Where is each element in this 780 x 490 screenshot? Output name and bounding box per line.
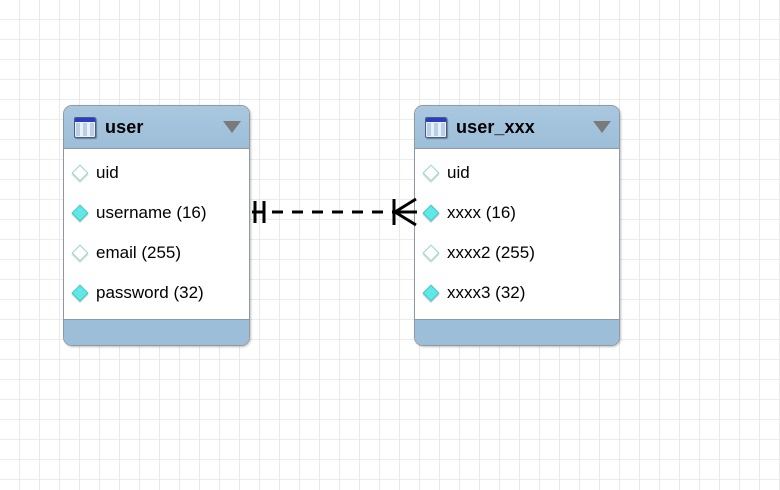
crows-foot-upper-prong bbox=[394, 197, 417, 214]
field-row[interactable]: password (32) bbox=[64, 273, 249, 313]
field-label: username (16) bbox=[96, 203, 207, 222]
field-row[interactable]: uid bbox=[415, 153, 619, 193]
field-row[interactable]: xxxx3 (32) bbox=[415, 273, 619, 313]
entity-user-xxx-title: user_xxx bbox=[456, 116, 535, 137]
field-key-hollow-diamond-icon bbox=[422, 244, 440, 262]
entity-user-xxx[interactable]: user_xxx uid xxxx (16) xxxx2 (255) xxxx3… bbox=[414, 105, 620, 346]
table-icon bbox=[425, 116, 447, 138]
field-label: uid bbox=[447, 163, 470, 182]
field-key-hollow-diamond-icon bbox=[71, 164, 89, 182]
field-row[interactable]: email (255) bbox=[64, 233, 249, 273]
entity-user-footer bbox=[64, 319, 249, 345]
field-key-filled-diamond-icon bbox=[422, 284, 440, 302]
entity-user-field-list: uid username (16) email (255) password (… bbox=[64, 149, 249, 319]
field-row[interactable]: xxxx2 (255) bbox=[415, 233, 619, 273]
field-key-hollow-diamond-icon bbox=[71, 244, 89, 262]
field-label: xxxx (16) bbox=[447, 203, 516, 222]
field-key-filled-diamond-icon bbox=[422, 204, 440, 222]
entity-user-title: user bbox=[105, 116, 144, 137]
field-key-filled-diamond-icon bbox=[71, 204, 89, 222]
entity-user-xxx-field-list: uid xxxx (16) xxxx2 (255) xxxx3 (32) bbox=[415, 149, 619, 319]
field-row[interactable]: username (16) bbox=[64, 193, 249, 233]
field-label: uid bbox=[96, 163, 119, 182]
field-label: password (32) bbox=[96, 283, 204, 302]
table-icon bbox=[74, 116, 96, 138]
chevron-down-icon[interactable] bbox=[223, 121, 241, 133]
field-label: email (255) bbox=[96, 243, 182, 262]
entity-user-header[interactable]: user bbox=[64, 106, 249, 149]
field-key-filled-diamond-icon bbox=[71, 284, 89, 302]
field-row[interactable]: xxxx (16) bbox=[415, 193, 619, 233]
entity-user-xxx-footer bbox=[415, 319, 619, 345]
field-row[interactable]: uid bbox=[64, 153, 249, 193]
crows-foot-lower-prong bbox=[394, 210, 417, 227]
field-label: xxxx3 (32) bbox=[447, 283, 526, 302]
relationship-user-to-user-xxx[interactable] bbox=[248, 192, 418, 232]
entity-user[interactable]: user uid username (16) email (255) passw… bbox=[63, 105, 250, 346]
relationship-connector-svg bbox=[252, 197, 417, 227]
entity-user-xxx-header[interactable]: user_xxx bbox=[415, 106, 619, 149]
field-key-hollow-diamond-icon bbox=[422, 164, 440, 182]
chevron-down-icon[interactable] bbox=[593, 121, 611, 133]
field-label: xxxx2 (255) bbox=[447, 243, 535, 262]
